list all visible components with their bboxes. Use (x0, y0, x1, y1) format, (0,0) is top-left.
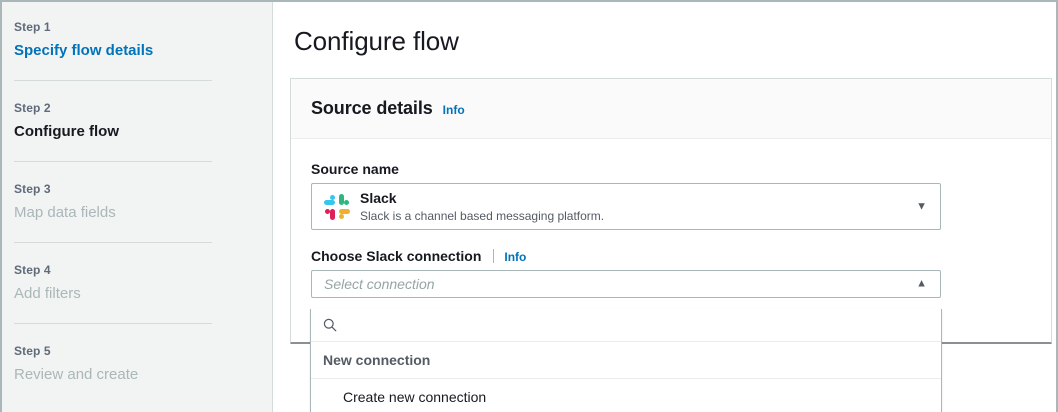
step-number: Step 4 (14, 263, 51, 277)
step-divider (14, 242, 212, 243)
dropdown-item-create-new-connection[interactable]: Create new connection (311, 379, 941, 412)
label-divider (493, 249, 495, 263)
card-body: Source name Slack Slack is a channel bas… (291, 139, 1051, 318)
dropdown-group-header-new-connection: New connection (311, 342, 941, 379)
connection-info-link[interactable]: Info (504, 250, 527, 264)
sidebar-step-label-add-filters: Add filters (14, 285, 81, 302)
source-name-selected-option: Slack Slack is a channel based messaging… (360, 189, 604, 224)
connection-field: Choose Slack connection Info Select conn… (311, 246, 1031, 298)
step-number: Step 1 (14, 20, 51, 34)
source-details-info-link[interactable]: Info (442, 102, 465, 117)
source-name-select[interactable]: Slack Slack is a channel based messaging… (311, 183, 941, 230)
main-content: Configure flow Source details Info Sourc… (274, 2, 1056, 412)
page-title: Configure flow (294, 26, 459, 56)
sidebar-step-1[interactable]: Step 1 Specify flow details (2, 18, 272, 62)
sidebar-step-label-map-data-fields: Map data fields (14, 204, 116, 221)
search-icon (323, 318, 337, 332)
sidebar-step-5: Step 5 Review and create (2, 342, 272, 386)
sidebar-step-label-specify-flow-details[interactable]: Specify flow details (14, 42, 154, 59)
step-divider (14, 323, 212, 324)
step-divider (14, 161, 212, 162)
connection-select[interactable]: Select connection ▲ (311, 270, 941, 298)
chevron-down-icon[interactable]: ▼ (916, 200, 927, 212)
step-number: Step 5 (14, 344, 51, 358)
card-header-title: Source details (311, 98, 433, 118)
source-name-selected-description: Slack is a channel based messaging platf… (360, 209, 605, 223)
card-header: Source details Info (291, 79, 1051, 139)
source-name-field: Source name Slack Slack is a channel bas… (311, 159, 1031, 230)
dropdown-search-input[interactable] (345, 317, 905, 333)
sidebar-step-4: Step 4 Add filters (2, 261, 272, 305)
connection-label-text: Choose Slack connection (311, 248, 482, 264)
source-name-label-text: Source name (311, 161, 399, 177)
chevron-up-icon[interactable]: ▲ (916, 277, 927, 290)
wizard-steps-sidebar: Step 1 Specify flow details Step 2 Confi… (2, 2, 273, 412)
step-divider (14, 80, 212, 81)
sidebar-step-3: Step 3 Map data fields (2, 180, 272, 224)
connection-placeholder: Select connection (324, 276, 435, 292)
source-name-selected-title: Slack (360, 190, 397, 206)
step-number: Step 2 (14, 101, 51, 115)
step-number: Step 3 (14, 182, 51, 196)
sidebar-step-label-review-and-create: Review and create (14, 366, 139, 383)
dropdown-search-row[interactable] (311, 309, 941, 342)
source-name-label: Source name (311, 159, 1031, 179)
sidebar-step-2[interactable]: Step 2 Configure flow (2, 99, 272, 143)
connection-dropdown-panel: New connection Create new connection (310, 309, 942, 412)
source-details-card: Source details Info Source name (290, 78, 1052, 344)
sidebar-step-label-configure-flow: Configure flow (14, 123, 119, 140)
connection-label: Choose Slack connection Info (311, 246, 1031, 266)
slack-logo-icon (324, 193, 350, 220)
